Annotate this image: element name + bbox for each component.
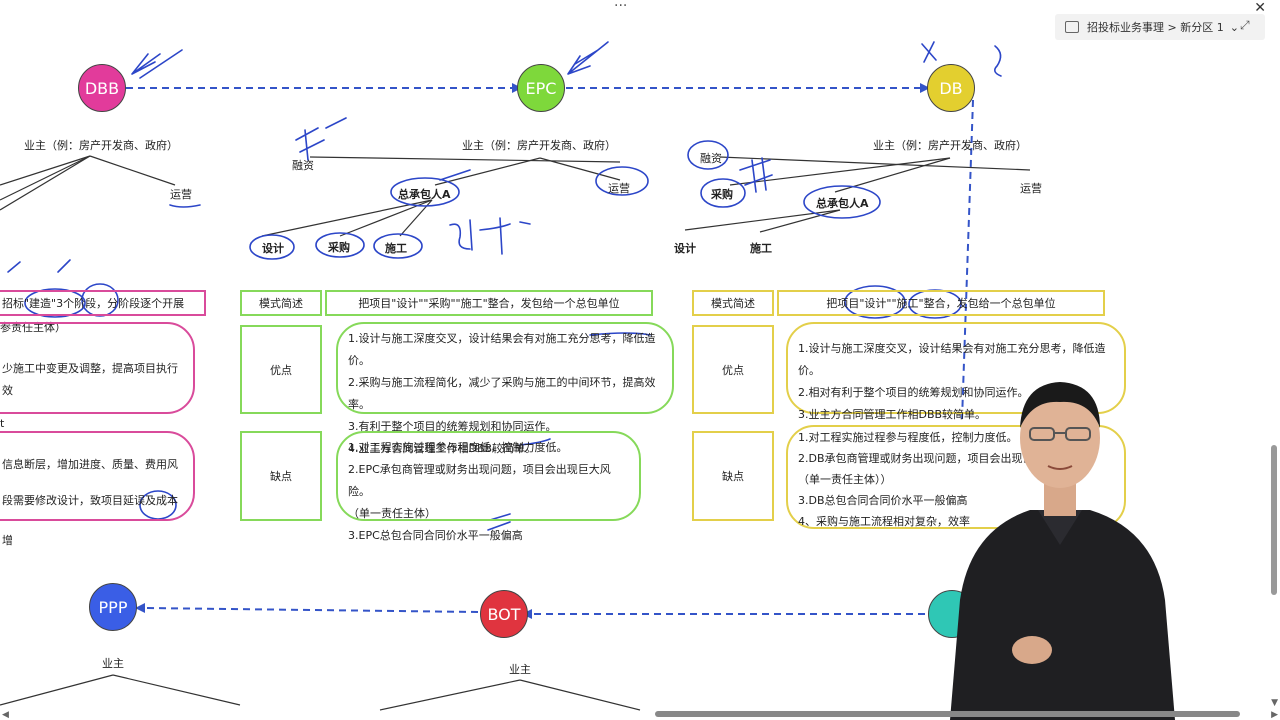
db-advantages: 1.设计与施工深度交叉，设计结果会有对施工充分思考，降低造价。 2.相对有利于整… (786, 322, 1126, 421)
scroll-down-icon[interactable]: ▼ (1271, 698, 1278, 708)
epc-contractor: 总承包人A (398, 188, 451, 201)
db-adv-1: 1.设计与施工深度交叉，设计结果会有对施工充分思考，降低造价。 (798, 342, 1106, 377)
db-build: 施工 (750, 242, 772, 255)
epc-dis-3: （单一责任主体） (348, 507, 436, 520)
db-mode-text: 把项目"设计""施工"整合，发包给一个总包单位 (826, 297, 1056, 310)
epc-adv-1: 1.设计与施工深度交叉，设计结果会有对施工充分思考，降低造价。 (348, 332, 656, 367)
db-disadvantages: 1.对工程实施过程参与程度低，控制力度低。 2.DB承包商管理或财务出现问题，项… (786, 425, 1126, 529)
dbb-dis-2: 段需要修改设计，致项目延误及成本增 (2, 494, 178, 547)
dbb-dis-1: 信息断层，增加进度、质量、费用风 (2, 458, 178, 471)
epc-disadvantages: 1.对工程实施过程参与程度低，控制力度低。 2.EPC承包商管理或财务出现问题，… (336, 431, 641, 542)
db-adv-3: 3.业主方合同管理工作相DBB较简单。 (798, 408, 987, 421)
db-adv-label-text: 优点 (722, 363, 744, 377)
dbb-mode-text: 招标"建造"3个阶段，分阶段逐个开展 (2, 297, 185, 310)
db-dis-2: 2.DB承包商管理或财务出现问题，项目会出现巨大 (798, 452, 1045, 465)
epc-finance: 融资 (292, 159, 314, 172)
dbb-mode-box: 招标"建造"3个阶段，分阶段逐个开展 (0, 290, 206, 316)
epc-dis-1: 1.对工程实施过程参与程度低，控制力度低。 (348, 441, 568, 454)
db-dis-1: 1.对工程实施过程参与程度低，控制力度低。 (798, 431, 1018, 444)
db-mode-label: 模式简述 (692, 290, 774, 316)
dbb-disadvantages: 信息断层，增加进度、质量、费用风 段需要修改设计，致项目延误及成本增 (0, 431, 195, 547)
dbb-node[interactable]: DBB (78, 64, 126, 112)
epc-mode-label: 模式简述 (240, 290, 322, 316)
notebook-icon (1065, 21, 1079, 33)
db-dis-label-text: 缺点 (722, 470, 744, 483)
epc-dis-label: 缺点 (240, 431, 322, 521)
epc-dis-4: 3.EPC总包合同合同价水平一般偏高 (348, 529, 523, 542)
db-dis-4: 3.DB总包合同合同价水平一般偏高 (798, 494, 968, 507)
epc-adv-4: 4.业主方合同管理工作相DBB较简单。 (348, 442, 537, 455)
db-adv-2: 2.相对有利于整个项目的统筹规划和协同运作。 (798, 386, 1029, 399)
epc-owner: 业主（例：房产开发商、政府） (462, 139, 616, 152)
breadcrumb-bar[interactable]: 招投标业务事理 > 新分区 1 ⌄ (1055, 14, 1265, 40)
epc-design: 设计 (262, 242, 284, 255)
dbb-adv-tail: t (0, 417, 5, 430)
epc-adv-label: 优点 (240, 325, 322, 414)
scroll-right-icon[interactable]: ▶ (1271, 710, 1278, 720)
bot-owner: 业主 (509, 663, 531, 676)
db-dis-label: 缺点 (692, 431, 774, 521)
epc-mode-label-text: 模式简述 (259, 297, 303, 310)
ppp-owner: 业主 (102, 657, 124, 670)
db-owner: 业主（例：房产开发商、政府） (873, 139, 1027, 152)
db-mode-box: 把项目"设计""施工"整合，发包给一个总包单位 (777, 290, 1105, 316)
expand-icon[interactable]: ⤢ (1240, 18, 1250, 32)
epc-advantages: 1.设计与施工深度交叉，设计结果会有对施工充分思考，降低造价。 2.采购与施工流… (336, 322, 674, 455)
db-mode-label-text: 模式简述 (711, 297, 755, 310)
dbb-ops: 运营 (170, 188, 192, 201)
db-procure: 采购 (711, 188, 733, 201)
epc-ops: 运营 (608, 182, 630, 195)
dbb-node-label: DBB (84, 78, 120, 98)
epc-node-label: EPC (525, 78, 557, 98)
db-node-label: DB (939, 78, 963, 98)
db-finance: 融资 (700, 152, 722, 165)
db-node[interactable]: DB (927, 64, 975, 112)
dbb-owner: 业主（例：房产开发商、政府） (24, 139, 178, 152)
bot-node[interactable]: BOT (480, 590, 528, 638)
ppp-node[interactable]: PPP (89, 583, 137, 631)
scroll-left-icon[interactable]: ◀ (2, 710, 9, 720)
epc-node[interactable]: EPC (517, 64, 565, 112)
db-ops: 运营 (1020, 182, 1042, 195)
db-dis-3: （单一责任主体）） (798, 473, 892, 486)
ppp-node-label: PPP (98, 597, 128, 617)
epc-adv-2: 2.采购与施工流程简化，减少了采购与施工的中间环节，提高效率。 (348, 376, 656, 411)
epc-procure: 采购 (328, 241, 350, 254)
db-contractor: 总承包人A (816, 197, 869, 210)
epc-dis-label-text: 缺点 (270, 470, 292, 483)
vertical-scrollbar[interactable] (1271, 445, 1277, 595)
db-adv-label: 优点 (692, 325, 774, 414)
epc-mode-box: 把项目"设计""采购""施工"整合，发包给一个总包单位 (325, 290, 653, 316)
db-design: 设计 (674, 242, 696, 255)
more-dots-icon[interactable]: ··· (614, 0, 628, 14)
horizontal-scrollbar[interactable] (655, 711, 1240, 717)
breadcrumb: 招投标业务事理 > 新分区 1 (1087, 21, 1224, 34)
dbb-adv-text: 少施工中变更及调整，提高项目执行效 (2, 362, 178, 397)
dbb-sub-note: 参责任主体） (0, 321, 66, 334)
epc-mode-text: 把项目"设计""采购""施工"整合，发包给一个总包单位 (358, 297, 620, 310)
epc-adv-label-text: 优点 (270, 363, 292, 377)
bot-node-label: BOT (487, 604, 521, 624)
presenter-video (950, 382, 1175, 720)
chevron-down-icon[interactable]: ⌄ (1229, 20, 1239, 34)
epc-adv-3: 3.有利于整个项目的统筹规划和协同运作。 (348, 420, 557, 433)
dbb-advantages: 少施工中变更及调整，提高项目执行效 (0, 322, 195, 414)
db-dis-5: 4、采购与施工流程相对复杂，效率 (798, 515, 970, 528)
close-icon[interactable]: ✕ (1254, 0, 1266, 16)
epc-dis-2: 2.EPC承包商管理或财务出现问题，项目会出现巨大风险。 (348, 463, 611, 498)
epc-build: 施工 (385, 242, 407, 255)
